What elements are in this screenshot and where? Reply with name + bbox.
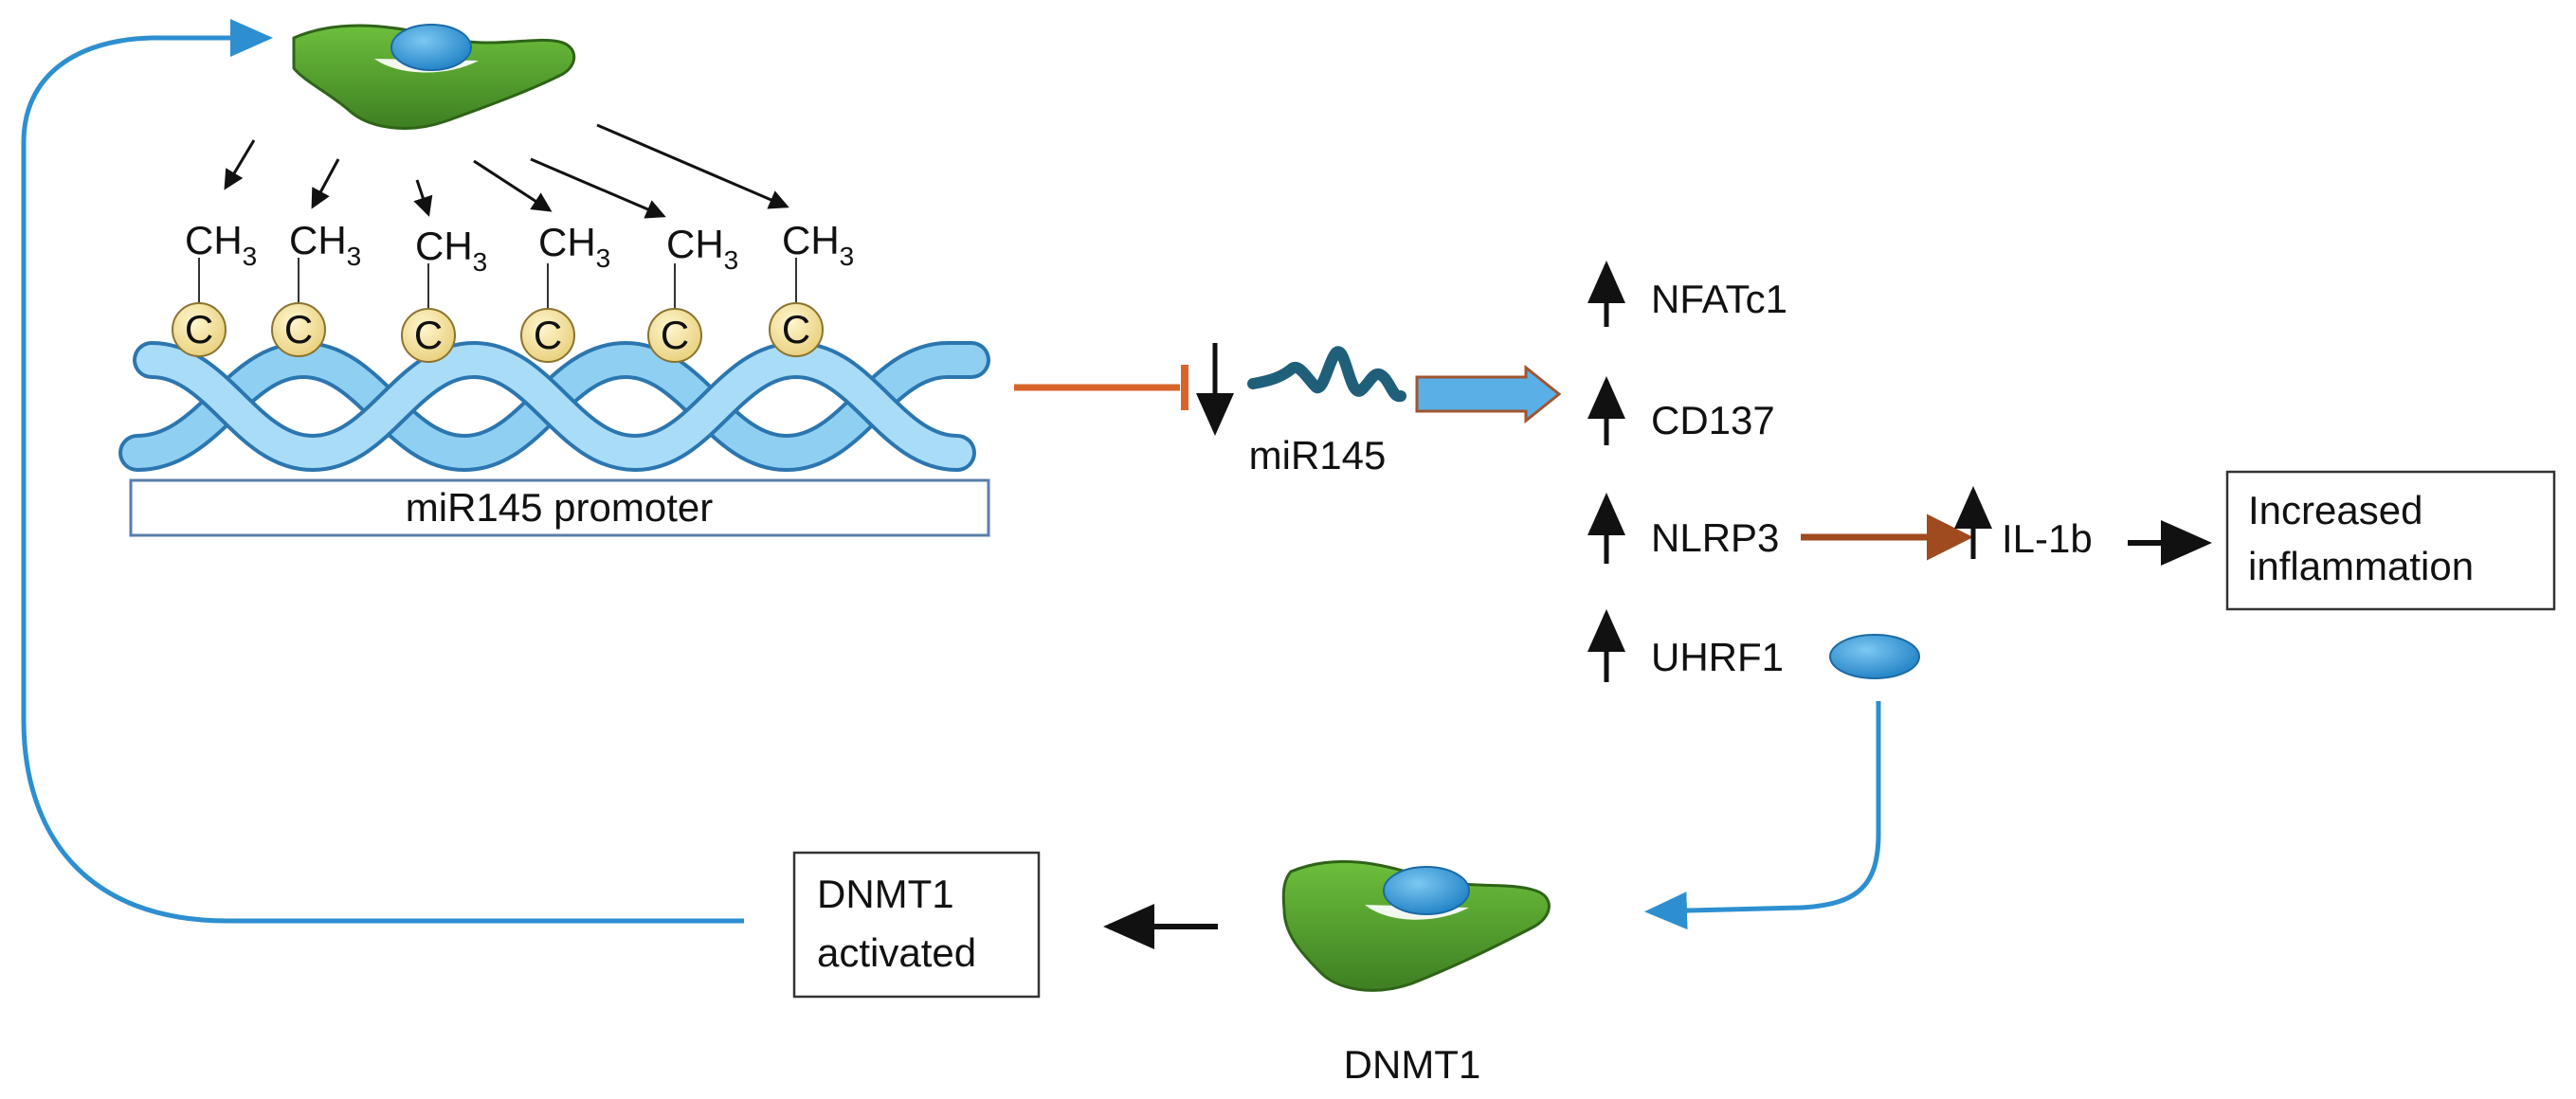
dnmt1-label: DNMT1 [1344,1042,1481,1087]
dnmt1-enzyme-top [292,24,576,130]
cytosine-label: C [284,307,313,351]
methyl-label: CH3 [666,222,738,275]
feedback-loop-arrow [21,19,744,924]
methyl-group-6: C CH3 [769,218,854,357]
methylation-arrows [224,123,789,219]
dna-helix [118,340,990,473]
dnmt1-activated-box: DNMT1 activated [792,851,1041,999]
methyl-subscript: 3 [347,242,362,271]
cytosine-circle [401,308,456,363]
methyl-group-2: C CH3 [271,218,361,357]
methyl-base: CH [415,224,473,268]
cytosine-label: C [414,313,443,357]
inflammation-line2: inflammation [2248,544,2474,588]
cytosine-label: C [661,313,689,357]
inflammation-line1: Increased [2248,488,2422,532]
methyl-label: CH3 [538,220,610,273]
inflammation-box: Increased inflammation [2225,470,2556,611]
methyl-group-4: C CH3 [520,220,610,363]
target-uhrf1: UHRF1 [1587,609,1784,682]
uhrf1-label: UHRF1 [1651,635,1784,679]
target-nfatc1: NFATc1 [1587,261,1787,327]
methyl-subscript: 3 [243,242,258,271]
methyl-subscript: 3 [724,245,739,275]
inhibition-arrow [1014,365,1188,410]
nfatc1-label: NFATc1 [1651,277,1787,321]
cd137-label: CD137 [1651,398,1775,442]
mirna-label: miR145 [1249,433,1387,477]
cytosine-circle [520,308,575,363]
activated-line1: DNMT1 [817,872,954,916]
cytosine-circle [271,302,326,357]
uhrf1-oval-icon [390,24,472,71]
dnmt1-enzyme-bottom [1281,859,1551,992]
methyl-subscript: 3 [473,247,488,277]
il1b-label: IL-1b [2002,516,2093,561]
activated-line2: activated [817,930,976,975]
target-nlrp3: NLRP3 [1587,493,1779,564]
methyl-label: CH3 [782,218,854,271]
nlrp3-label: NLRP3 [1651,515,1779,560]
cytosine-circle [769,302,824,357]
methyl-subscript: 3 [840,242,855,271]
methyl-group-3: C CH3 [401,224,487,363]
cytosine-label: C [782,307,810,351]
promoter-box: miR145 promoter [129,478,990,537]
cytosine-label: C [185,307,213,351]
methyl-base: CH [538,220,596,264]
promoter-label: miR145 promoter [406,485,713,530]
methyl-label: CH3 [415,224,487,277]
uhrf1-protein-icon [1829,634,1920,679]
methyl-subscript: 3 [596,243,611,273]
methyl-base: CH [185,218,243,262]
mirna-effect-arrow [1415,364,1562,424]
uhrf1-bound-icon [1383,866,1470,915]
target-cd137: CD137 [1587,376,1775,445]
methyl-base: CH [782,218,840,262]
methyl-group-5: C CH3 [647,222,738,363]
methyl-label: CH3 [185,218,257,271]
uhrf1-to-dnmt1-arrow [1644,701,1881,930]
methyl-group-1: C CH3 [172,218,257,357]
methyl-base: CH [289,218,347,262]
cytosine-label: C [534,313,562,357]
methyl-label: CH3 [289,218,361,271]
cytosine-circle [172,302,227,357]
mirna-strand-icon [1247,346,1406,403]
cytosine-circle [647,308,702,363]
methyl-base: CH [666,222,724,266]
